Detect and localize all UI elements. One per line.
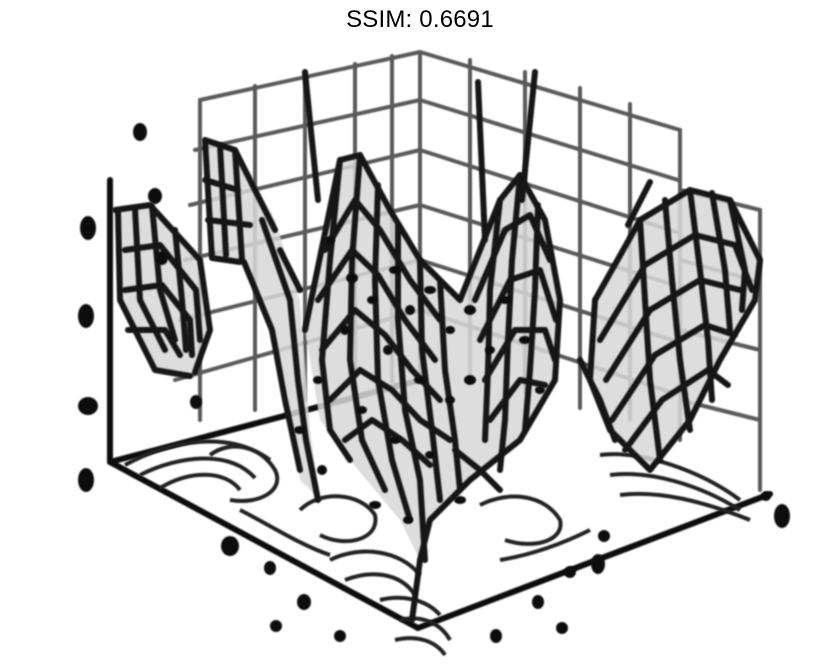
surface-wireframe bbox=[112, 69, 763, 623]
figure-title: SSIM: 0.6691 bbox=[346, 6, 494, 33]
floor-contours bbox=[124, 439, 751, 657]
axis-tick-marks bbox=[78, 123, 790, 643]
surface-markers bbox=[294, 236, 545, 524]
